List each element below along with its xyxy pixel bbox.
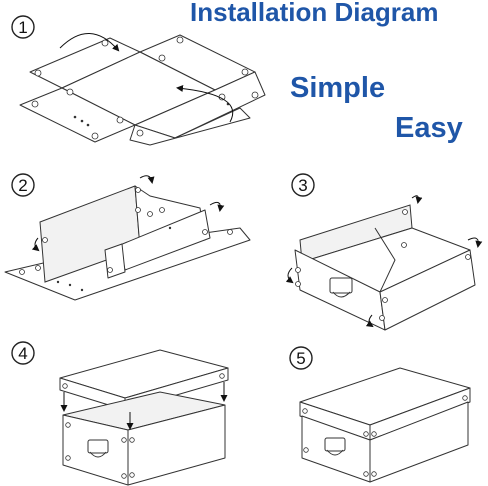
step-1-rivets (31, 36, 259, 140)
svg-text:5: 5 (296, 349, 305, 368)
diagram-title: Installation Diagram (190, 0, 439, 27)
step-1-badge: 1 (11, 15, 35, 39)
step-4-handle-icon (87, 439, 109, 458)
svg-text:2: 2 (18, 176, 27, 195)
svg-text:3: 3 (298, 176, 307, 195)
step-2-rivets (19, 187, 233, 275)
step-1-flat-blank (19, 33, 266, 146)
step-2-badge: 2 (11, 173, 35, 197)
step-4-badge: 4 (11, 341, 35, 365)
svg-text:1: 1 (18, 18, 27, 37)
step-2-arrow-3 (31, 237, 40, 252)
step-4-lid-lowering (59, 349, 229, 486)
step-3-arrow-3 (467, 237, 483, 248)
tagline-simple: Simple (290, 72, 386, 104)
step-3-rivets (295, 209, 471, 321)
step-2-arrow-1 (139, 175, 155, 184)
step-3-handle-icon (329, 277, 353, 298)
step-3-arrow-4 (365, 314, 374, 328)
tagline-easy: Easy (395, 112, 463, 144)
step-5-handle-icon (324, 437, 346, 456)
step-2-arrow-2 (209, 201, 225, 212)
step-1-fold-arrow-right (176, 85, 234, 123)
step-3-arrow-1 (411, 195, 423, 204)
step-5-finished-box (299, 367, 471, 483)
step-3-assembling-box (285, 195, 483, 331)
step-2-raising-walls (4, 175, 251, 301)
svg-text:4: 4 (18, 344, 27, 363)
step-3-badge: 3 (291, 173, 315, 197)
step-3-arrow-2 (285, 267, 294, 284)
step-1-fold-arrow-top (59, 33, 120, 52)
step-5-badge: 5 (289, 346, 313, 370)
